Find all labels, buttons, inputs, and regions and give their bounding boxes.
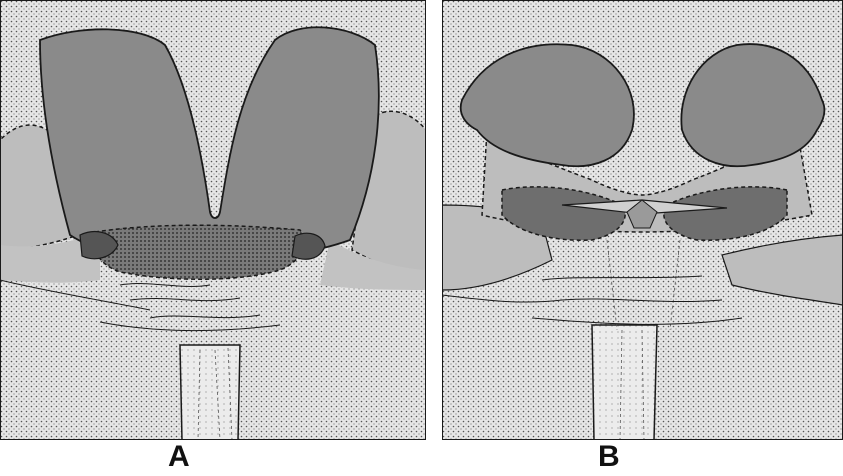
- panel-b-figure: [442, 0, 843, 440]
- panel-b-drawing: [442, 0, 843, 440]
- panel-a-figure: [0, 0, 426, 440]
- stem: [180, 345, 240, 440]
- stem: [592, 325, 657, 440]
- panel-label-a: A: [168, 440, 190, 474]
- panel-label-b: B: [598, 440, 620, 474]
- panel-a-drawing: [0, 0, 426, 440]
- central-base: [94, 225, 304, 279]
